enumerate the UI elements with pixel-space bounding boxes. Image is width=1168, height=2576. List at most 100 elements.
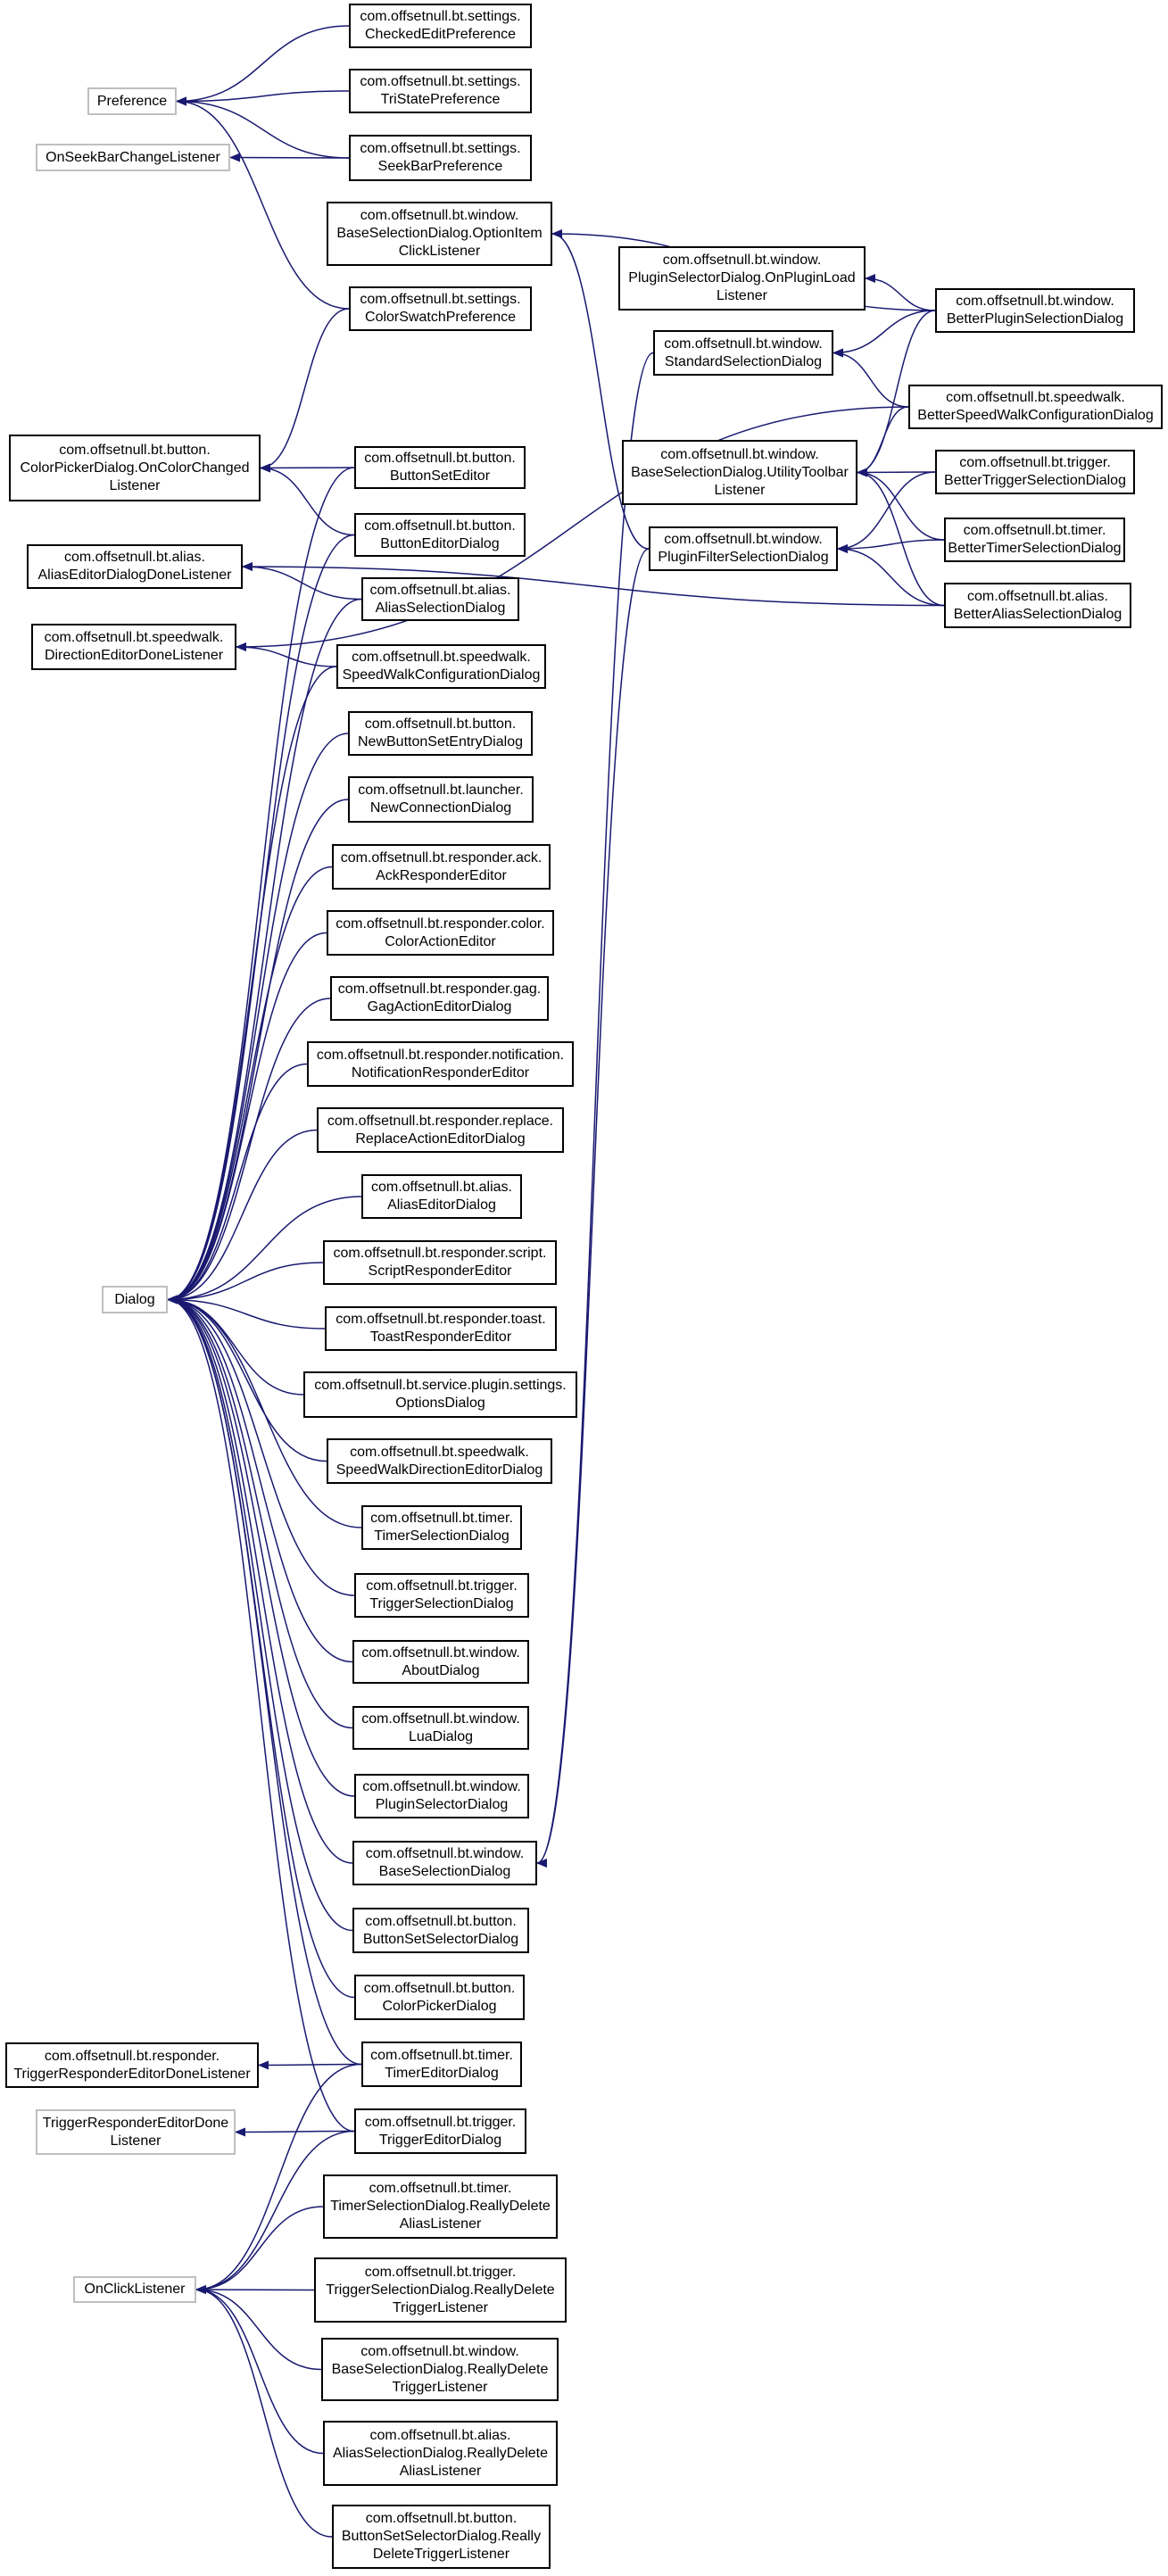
edge-betteralias-to-pluginfilter	[837, 544, 945, 607]
node-script-responder-editor[interactable]: com.offsetnull.bt.responder.script. Scri…	[323, 1240, 557, 1285]
node-direction-editor-done-listener[interactable]: com.offsetnull.bt.speedwalk. DirectionEd…	[31, 624, 236, 670]
edge-betterspeedwalk-to-standardsel	[833, 348, 909, 408]
edge-pluginfilter-to-optionitem	[551, 229, 650, 550]
node-new-button-set-entry-dialog[interactable]: com.offsetnull.bt.button. NewButtonSetEn…	[348, 711, 533, 756]
node-label: com.offsetnull.bt.timer. TimerSelectionD…	[330, 2181, 551, 2232]
node-color-swatch-preference[interactable]: com.offsetnull.bt.settings. ColorSwatchP…	[349, 286, 532, 331]
node-button-set-really-delete-listener[interactable]: com.offsetnull.bt.button. ButtonSetSelec…	[332, 2505, 551, 2569]
node-on-click-listener[interactable]: OnClickListener	[73, 2276, 196, 2303]
node-timer-selection-dialog[interactable]: com.offsetnull.bt.timer. TimerSelectionD…	[361, 1505, 522, 1550]
node-better-alias-selection-dialog[interactable]: com.offsetnull.bt.alias. BetterAliasSele…	[944, 583, 1131, 628]
node-label: com.offsetnull.bt.button. ColorPickerDia…	[20, 442, 250, 493]
node-trigger-editor-dialog[interactable]: com.offsetnull.bt.trigger. TriggerEditor…	[354, 2108, 526, 2154]
node-seekbar-preference[interactable]: com.offsetnull.bt.settings. SeekBarPrefe…	[349, 135, 532, 181]
node-label: com.offsetnull.bt.settings. SeekBarPrefe…	[360, 141, 521, 174]
node-label: Dialog	[114, 1291, 155, 1307]
node-on-color-changed-listener[interactable]: com.offsetnull.bt.button. ColorPickerDia…	[9, 435, 261, 501]
node-better-plugin-selection-dialog[interactable]: com.offsetnull.bt.window. BetterPluginSe…	[935, 288, 1135, 333]
node-on-seekbar-change-listener[interactable]: OnSeekBarChangeListener	[36, 144, 230, 171]
node-label: com.offsetnull.bt.button. ButtonSetSelec…	[362, 1913, 519, 1947]
edge-colorswatch-to-colorpicker_occ	[260, 308, 350, 473]
node-label: com.offsetnull.bt.trigger. TriggerSelect…	[326, 2264, 555, 2315]
node-better-speedwalk-configuration-dialog[interactable]: com.offsetnull.bt.speedwalk. BetterSpeed…	[908, 385, 1163, 429]
node-preference[interactable]: Preference	[87, 87, 177, 115]
edge-betterplugin-to-pluginload	[865, 274, 936, 311]
node-label: com.offsetnull.bt.alias. AliasEditorDial…	[37, 550, 232, 583]
edge-newbuttonset-to-dialog	[167, 733, 349, 1305]
node-about-dialog[interactable]: com.offsetnull.bt.window. AboutDialog	[352, 1640, 529, 1684]
edge-triggereditor-to-triggerresponderdone_ext	[235, 2127, 355, 2137]
node-better-timer-selection-dialog[interactable]: com.offsetnull.bt.timer. BetterTimerSele…	[944, 518, 1125, 562]
node-toast-responder-editor[interactable]: com.offsetnull.bt.responder.toast. Toast…	[325, 1306, 557, 1351]
node-checked-edit-preference[interactable]: com.offsetnull.bt.settings. CheckedEditP…	[349, 4, 532, 48]
node-color-action-editor[interactable]: com.offsetnull.bt.responder.color. Color…	[327, 910, 554, 956]
node-ack-responder-editor[interactable]: com.offsetnull.bt.responder.ack. AckResp…	[332, 844, 551, 890]
edge-betteralias-to-aliaseditordone	[242, 562, 945, 607]
node-trigger-responder-editor-done-listener-external[interactable]: TriggerResponderEditorDone Listener	[36, 2109, 236, 2155]
edge-betterspeedwalk-to-direditordone	[236, 406, 909, 651]
node-trigger-responder-editor-done-listener[interactable]: com.offsetnull.bt.responder. TriggerResp…	[5, 2042, 259, 2088]
edge-notification-to-dialog	[167, 1063, 308, 1305]
edge-aliasreally-to-onclick	[195, 2285, 324, 2455]
node-label: com.offsetnull.bt.window. StandardSelect…	[664, 335, 823, 369]
node-options-dialog[interactable]: com.offsetnull.bt.service.plugin.setting…	[303, 1371, 577, 1418]
node-label: com.offsetnull.bt.responder.gag. GagActi…	[337, 982, 542, 1015]
node-label: com.offsetnull.bt.trigger. BetterTrigger…	[944, 455, 1126, 488]
node-replace-action-editor-dialog[interactable]: com.offsetnull.bt.responder.replace. Rep…	[317, 1107, 564, 1153]
node-alias-editor-dialog[interactable]: com.offsetnull.bt.alias. AliasEditorDial…	[361, 1174, 522, 1219]
node-label: com.offsetnull.bt.service.plugin.setting…	[314, 1378, 567, 1411]
node-notification-responder-editor[interactable]: com.offsetnull.bt.responder.notification…	[307, 1041, 574, 1087]
node-label: com.offsetnull.bt.responder.notification…	[316, 1047, 565, 1081]
edge-timereditor-to-dialog	[167, 1295, 362, 2066]
edge-triggersel-to-dialog	[167, 1295, 355, 1596]
node-standard-selection-dialog[interactable]: com.offsetnull.bt.window. StandardSelect…	[653, 330, 833, 376]
edge-ackresponder-to-dialog	[167, 866, 333, 1305]
edge-speedwalkdir-to-dialog	[167, 1295, 327, 1462]
node-label: com.offsetnull.bt.alias. AliasEditorDial…	[370, 1180, 512, 1213]
edge-timersel-to-dialog	[167, 1295, 362, 1528]
node-color-picker-dialog[interactable]: com.offsetnull.bt.button. ColorPickerDia…	[354, 1975, 525, 2020]
node-label: com.offsetnull.bt.speedwalk. DirectionEd…	[44, 630, 224, 663]
node-label: com.offsetnull.bt.window. BaseSelectionD…	[365, 1846, 525, 1879]
edge-buttoneditor-to-colorpicker_occ	[260, 463, 355, 536]
node-new-connection-dialog[interactable]: com.offsetnull.bt.launcher. NewConnectio…	[348, 776, 534, 823]
node-trigger-really-delete-listener[interactable]: com.offsetnull.bt.trigger. TriggerSelect…	[314, 2257, 567, 2323]
edge-bettertrigger-to-utilitytoolbar	[857, 468, 936, 477]
node-label: com.offsetnull.bt.responder.ack. AckResp…	[340, 849, 543, 883]
node-speedwalk-direction-editor-dialog[interactable]: com.offsetnull.bt.speedwalk. SpeedWalkDi…	[327, 1438, 552, 1484]
node-alias-selection-dialog[interactable]: com.offsetnull.bt.alias. AliasSelectionD…	[361, 577, 519, 621]
node-label: OnSeekBarChangeListener	[46, 149, 220, 165]
node-base-selection-dialog[interactable]: com.offsetnull.bt.window. BaseSelectionD…	[352, 1841, 537, 1885]
edge-bettertrigger-to-pluginfilter	[837, 471, 936, 553]
node-button-set-selector-dialog[interactable]: com.offsetnull.bt.button. ButtonSetSelec…	[352, 1908, 529, 1953]
node-plugin-selector-dialog[interactable]: com.offsetnull.bt.window. PluginSelector…	[354, 1774, 529, 1818]
edge-gagaction-to-dialog	[167, 998, 331, 1305]
node-button-editor-dialog[interactable]: com.offsetnull.bt.button. ButtonEditorDi…	[354, 513, 526, 557]
node-button-set-editor[interactable]: com.offsetnull.bt.button. ButtonSetEdito…	[354, 446, 526, 489]
node-timer-really-delete-listener[interactable]: com.offsetnull.bt.timer. TimerSelectionD…	[323, 2174, 558, 2239]
node-alias-editor-dialog-done-listener[interactable]: com.offsetnull.bt.alias. AliasEditorDial…	[27, 544, 243, 589]
node-option-item-click-listener[interactable]: com.offsetnull.bt.window. BaseSelectionD…	[327, 202, 552, 266]
node-label: com.offsetnull.bt.alias. BetterAliasSele…	[953, 588, 1122, 622]
node-dialog[interactable]: Dialog	[102, 1286, 168, 1313]
node-trigger-selection-dialog[interactable]: com.offsetnull.bt.trigger. TriggerSelect…	[354, 1573, 529, 1618]
node-better-trigger-selection-dialog[interactable]: com.offsetnull.bt.trigger. BetterTrigger…	[935, 450, 1135, 494]
node-label: com.offsetnull.bt.responder.toast. Toast…	[335, 1312, 546, 1345]
node-on-plugin-load-listener[interactable]: com.offsetnull.bt.window. PluginSelector…	[618, 246, 866, 311]
node-utility-toolbar-listener[interactable]: com.offsetnull.bt.window. BaseSelectionD…	[622, 440, 857, 505]
edge-betterplugin-to-standardsel	[833, 310, 936, 358]
node-speedwalk-configuration-dialog[interactable]: com.offsetnull.bt.speedwalk. SpeedWalkCo…	[336, 644, 546, 689]
node-label: com.offsetnull.bt.trigger. TriggerSelect…	[366, 1578, 518, 1611]
node-label: com.offsetnull.bt.window. BaseSelectionD…	[331, 2343, 549, 2395]
node-alias-really-delete-listener[interactable]: com.offsetnull.bt.alias. AliasSelectionD…	[323, 2421, 558, 2486]
node-plugin-filter-selection-dialog[interactable]: com.offsetnull.bt.window. PluginFilterSe…	[649, 526, 838, 571]
node-lua-dialog[interactable]: com.offsetnull.bt.window. LuaDialog	[352, 1706, 529, 1750]
node-label: com.offsetnull.bt.button. ColorPickerDia…	[363, 1980, 516, 2014]
node-gag-action-editor-dialog[interactable]: com.offsetnull.bt.responder.gag. GagActi…	[330, 976, 549, 1021]
node-tristate-preference[interactable]: com.offsetnull.bt.settings. TriStatePref…	[349, 69, 532, 113]
node-label: com.offsetnull.bt.window. BaseSelectionD…	[631, 446, 849, 498]
node-timer-editor-dialog[interactable]: com.offsetnull.bt.timer. TimerEditorDial…	[361, 2042, 522, 2087]
node-base-really-delete-listener[interactable]: com.offsetnull.bt.window. BaseSelectionD…	[321, 2338, 559, 2401]
